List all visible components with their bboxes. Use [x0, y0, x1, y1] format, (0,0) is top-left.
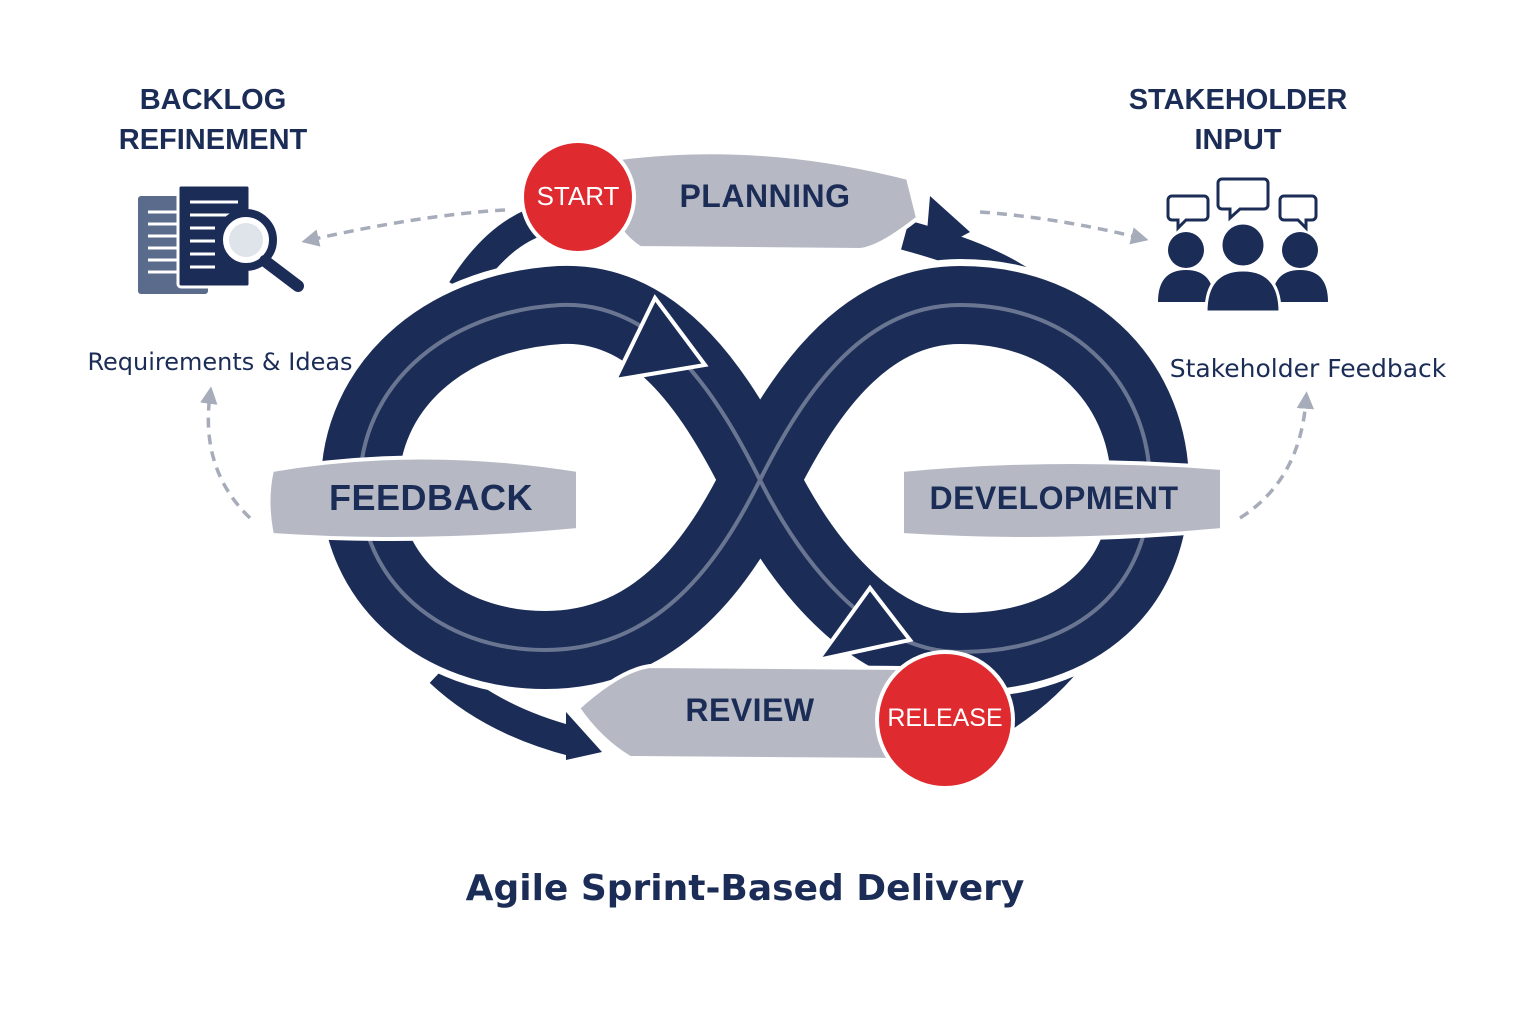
backlog-title-line2: REFINEMENT	[118, 124, 308, 156]
dashed-arrow-up-to-requirements	[200, 386, 252, 520]
outer-arrowhead-bottom-left	[566, 712, 602, 760]
start-badge-circle	[520, 139, 636, 255]
feedback-banner	[266, 455, 580, 541]
dashed-arrow-up-to-stakeholder-feedback	[1239, 391, 1315, 520]
phase-label-feedback: FEEDBACK	[328, 477, 533, 518]
release-badge: RELEASE	[887, 704, 1003, 732]
diagram-caption: Agile Sprint-Based Delivery	[465, 868, 1025, 909]
stakeholder-title-line1: STAKEHOLDER	[1128, 84, 1348, 116]
stakeholder-subtitle: Stakeholder Feedback	[1169, 354, 1447, 383]
infinity-loop	[314, 258, 1196, 698]
phase-label-review: REVIEW	[685, 692, 815, 728]
dashed-arrow-to-stakeholder	[979, 210, 1149, 245]
outer-arrowhead-top-right	[925, 196, 970, 256]
stakeholder-title-line2: INPUT	[1194, 124, 1282, 156]
outer-arc-bottom-left	[429, 660, 579, 757]
backlog-subtitle: Requirements & Ideas	[87, 348, 353, 376]
people-chat-icon	[1158, 177, 1328, 314]
loop-arrowhead-lower	[813, 584, 914, 664]
phase-banners	[266, 150, 1224, 763]
loop-arrowhead-upper	[611, 294, 709, 383]
dashed-connectors	[200, 208, 1315, 520]
phase-label-development: DEVELOPMENT	[929, 480, 1179, 516]
release-badge-circle	[875, 650, 1015, 790]
planning-banner	[609, 150, 921, 253]
document-search-icon	[138, 183, 304, 294]
dashed-arrow-to-backlog	[301, 208, 506, 247]
start-badge: START	[536, 181, 620, 211]
development-banner	[900, 459, 1224, 541]
phase-label-planning: PLANNING	[679, 178, 851, 214]
backlog-title-line1: BACKLOG	[139, 84, 287, 116]
